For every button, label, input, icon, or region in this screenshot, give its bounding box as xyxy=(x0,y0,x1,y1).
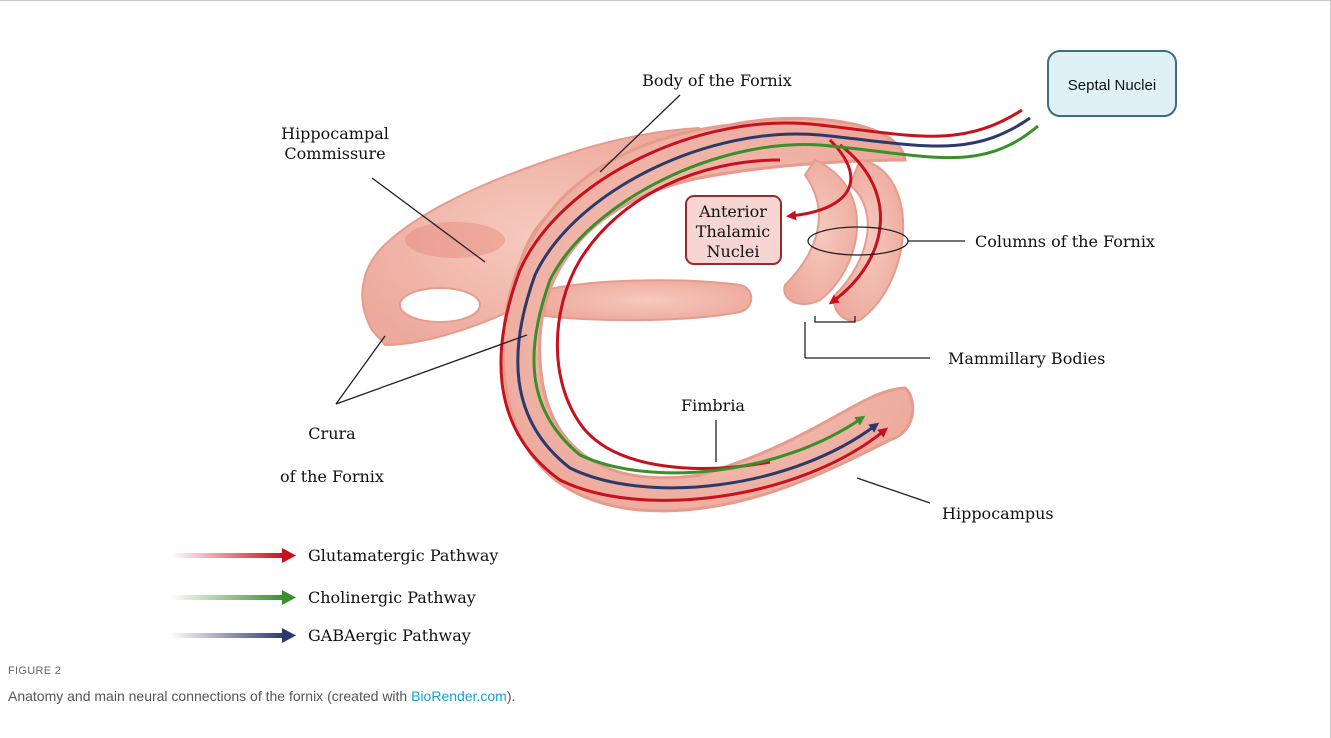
legend-item-gabaergic: GABAergic Pathway xyxy=(170,626,471,645)
crura-label-1: Crura xyxy=(308,424,356,443)
anterior-thalamic-label-3: Nuclei xyxy=(707,242,760,261)
legend: Glutamatergic Pathway Cholinergic Pathwa… xyxy=(170,546,498,645)
crura-label-2: of the Fornix xyxy=(280,467,384,486)
anterior-thalamic-label-1: Anterior xyxy=(698,202,767,221)
hippocampal-lobe-shape xyxy=(545,280,751,320)
body-of-fornix-label: Body of the Fornix xyxy=(642,71,792,90)
mammillary-bodies-label: Mammillary Bodies xyxy=(948,349,1105,368)
biorender-link[interactable]: BioRender.com xyxy=(411,688,507,704)
hippocampal-commissure-label-1: Hippocampal xyxy=(281,124,389,143)
figure-label: FIGURE 2 xyxy=(8,665,61,677)
caption-text-before: Anatomy and main neural connections of t… xyxy=(8,688,411,704)
figure-caption: Anatomy and main neural connections of t… xyxy=(8,688,515,704)
fornix-diagram: Septal Nuclei Anterior Thalamic Nuclei B… xyxy=(0,0,1331,660)
legend-label-gabaergic: GABAergic Pathway xyxy=(308,626,471,645)
hippocampus-label: Hippocampus xyxy=(942,504,1054,523)
columns-of-fornix-label: Columns of the Fornix xyxy=(975,232,1155,251)
legend-label-cholinergic: Cholinergic Pathway xyxy=(308,588,476,607)
septal-nuclei-box: Septal Nuclei xyxy=(1048,51,1176,116)
anterior-thalamic-label-2: Thalamic xyxy=(696,222,770,241)
legend-label-glutamatergic: Glutamatergic Pathway xyxy=(308,546,498,565)
legend-item-glutamatergic: Glutamatergic Pathway xyxy=(170,546,498,565)
septal-nuclei-label: Septal Nuclei xyxy=(1068,77,1156,94)
hippocampal-commissure-label-2: Commissure xyxy=(284,144,385,163)
caption-text-after: ). xyxy=(507,688,516,704)
fimbria-label: Fimbria xyxy=(681,396,745,415)
legend-item-cholinergic: Cholinergic Pathway xyxy=(170,588,476,607)
anterior-thalamic-nuclei-box: Anterior Thalamic Nuclei xyxy=(686,196,781,264)
